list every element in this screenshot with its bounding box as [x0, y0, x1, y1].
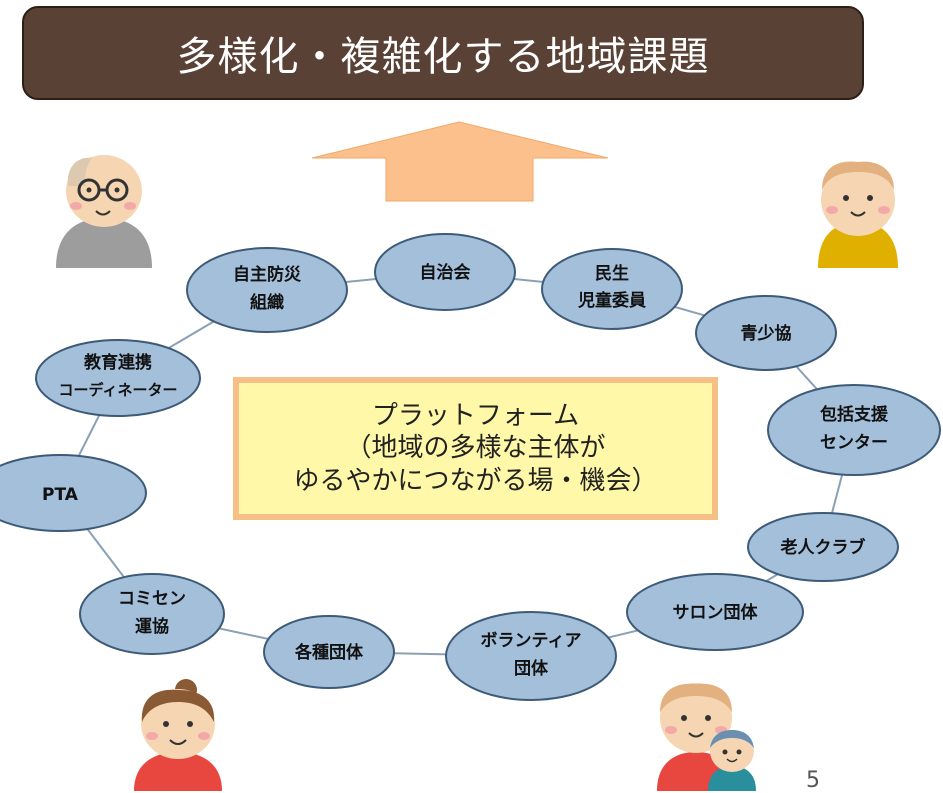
child-icon [818, 161, 898, 268]
node-label: 自治会 [420, 262, 471, 283]
node-label: 各種団体 [294, 642, 364, 663]
node-label: 教育連携 [83, 352, 152, 373]
node-salon: サロン団体 [626, 573, 804, 651]
node-houkatsu: 包括支援 センター [767, 384, 941, 476]
node-seishokyo: 青少協 [695, 295, 837, 371]
node-roujin: 老人クラブ [747, 512, 899, 582]
node-label: 老人クラブ [780, 537, 866, 558]
node-label: 運協 [135, 616, 169, 637]
node-label: 児童委員 [577, 290, 646, 311]
platform-title: プラットフォーム [371, 400, 580, 431]
node-bousai: 自主防災 組織 [186, 247, 348, 333]
node-label: ボランティア [481, 631, 582, 651]
page-number: 5 [806, 768, 820, 793]
node-kakushu: 各種団体 [263, 615, 395, 689]
node-label: コーディネーター [59, 381, 178, 399]
elderly-man-icon [56, 155, 152, 268]
title-banner: 多様化・複雑化する地域課題 [22, 6, 864, 100]
platform-desc-line1: （地域の多様な主体が [345, 433, 606, 464]
node-komisen: コミセン 運協 [79, 573, 225, 655]
node-kyoiku: 教育連携 コーディネーター [35, 339, 201, 417]
node-label: コミセン [118, 589, 186, 609]
node-label: PTA [42, 485, 79, 505]
node-minsei: 民生 児童委員 [541, 248, 683, 330]
node-label: 自主防災 [233, 264, 302, 285]
node-volunteer: ボランティア 団体 [445, 611, 617, 701]
woman-icon [134, 679, 222, 791]
node-label: 団体 [514, 658, 549, 679]
up-arrow [311, 121, 609, 202]
parent-child-icon [657, 683, 756, 791]
title-text: 多様化・複雑化する地域課題 [176, 34, 710, 80]
node-label: サロン団体 [673, 602, 759, 623]
node-label: 包括支援 [820, 404, 889, 425]
node-label: センター [820, 433, 888, 453]
node-label: 青少協 [741, 323, 792, 344]
platform-box: プラットフォーム （地域の多様な主体が ゆるやかにつながる場・機会） [233, 377, 718, 520]
platform-desc-line2: ゆるやかにつながる場・機会） [293, 465, 658, 496]
node-label: 民生 [595, 263, 629, 284]
node-label: 組織 [250, 292, 284, 313]
node-pta: PTA [0, 454, 147, 532]
node-jichikai: 自治会 [374, 233, 516, 311]
